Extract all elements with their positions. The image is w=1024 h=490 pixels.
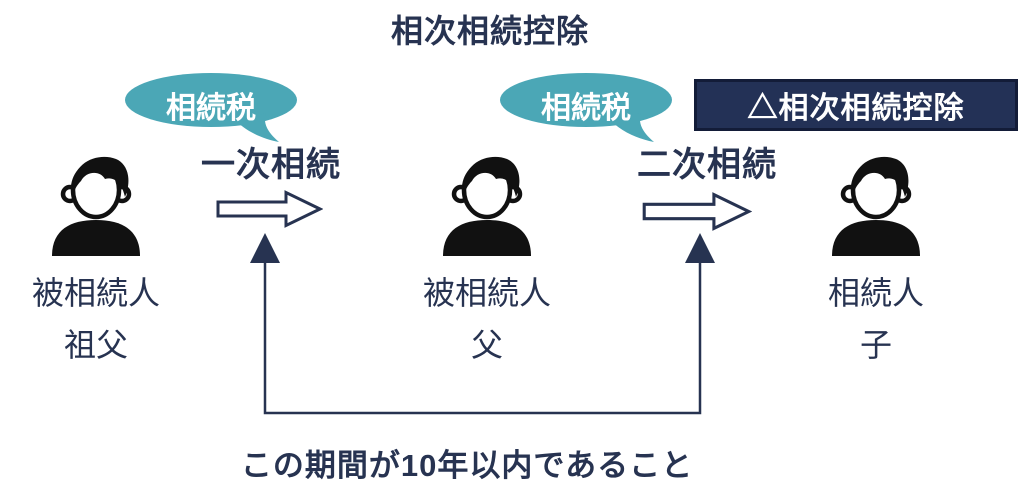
- tax-bubble-second: 相続税: [498, 72, 678, 146]
- tax-bubble-first: 相続税: [123, 72, 303, 146]
- deduction-box: △相次相続控除: [694, 79, 1018, 131]
- person-icon: [832, 156, 920, 256]
- tax-bubble-second-label: 相続税: [541, 92, 631, 125]
- diagram-title: 相次相続控除: [390, 13, 590, 49]
- period-bracket-arrow-icon: [250, 233, 715, 415]
- person-name-label: 子: [859, 327, 892, 363]
- second-inheritance-label: 二次相続: [637, 146, 777, 184]
- first-inheritance-label: 一次相続: [201, 146, 341, 184]
- person-role-label: 被相続人: [31, 275, 160, 311]
- person-grandfather: 被相続人 祖父: [0, 150, 206, 366]
- person-role-label: 被相続人: [422, 275, 551, 311]
- speech-bubble-icon: [500, 73, 672, 142]
- person-father: 被相続人 父: [377, 150, 597, 366]
- block-arrow-right-icon: [642, 192, 752, 231]
- person-role-label: 相続人: [827, 275, 924, 311]
- person-icon: [443, 156, 531, 256]
- person-child: 相続人 子: [766, 150, 986, 366]
- speech-bubble-icon: [125, 73, 297, 142]
- tax-bubble-first-label: 相続税: [166, 92, 256, 125]
- deduction-box-label: △相次相続控除: [747, 92, 965, 125]
- person-name-label: 祖父: [63, 327, 128, 363]
- period-note: この期間が10年以内であること: [240, 448, 694, 483]
- block-arrow-right-icon: [216, 190, 323, 228]
- person-name-label: 父: [470, 327, 503, 363]
- person-icon: [52, 156, 140, 256]
